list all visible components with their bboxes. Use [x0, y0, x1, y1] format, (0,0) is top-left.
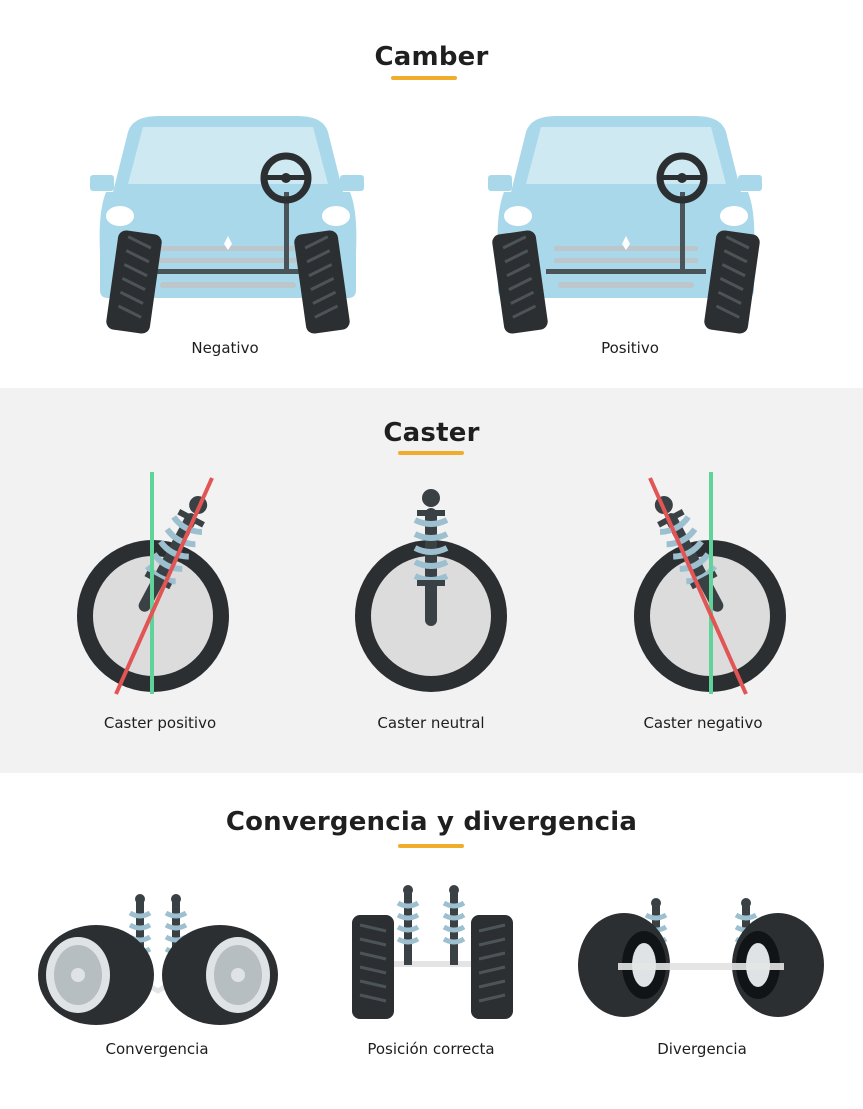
caster-negative-icon [634, 472, 786, 695]
caster-negative-label: Caster negativo [643, 714, 763, 732]
camber-title: Camber [374, 42, 489, 72]
caster-title: Caster [383, 418, 480, 448]
caster-positive-icon [77, 472, 229, 695]
camber-title-underline [391, 76, 457, 80]
caster-neutral-icon [355, 489, 507, 692]
camber-positive-label: Positivo [601, 339, 659, 357]
correct-position-label: Posición correcta [367, 1040, 495, 1058]
camber-positive-car-icon [488, 116, 762, 334]
camber-section: Camber [0, 0, 863, 388]
divergence-toe-out-icon [578, 898, 824, 1017]
caster-positive-label: Caster positivo [103, 714, 217, 732]
convergence-title: Convergencia y divergencia [225, 807, 638, 837]
divergence-label: Divergencia [657, 1040, 747, 1058]
convergence-section: Convergencia y divergencia Convergencia [0, 773, 863, 1109]
caster-neutral-label: Caster neutral [377, 714, 485, 732]
correct-position-icon [352, 885, 513, 1019]
convergence-toe-in-icon [38, 894, 278, 1025]
convergence-label: Convergencia [105, 1040, 209, 1058]
camber-negative-car-icon [90, 116, 364, 334]
convergence-title-underline [398, 844, 464, 848]
caster-section: Caster Caster positivo Caster neutral [0, 388, 863, 773]
caster-title-underline [398, 451, 464, 455]
camber-negative-label: Negativo [191, 339, 259, 357]
